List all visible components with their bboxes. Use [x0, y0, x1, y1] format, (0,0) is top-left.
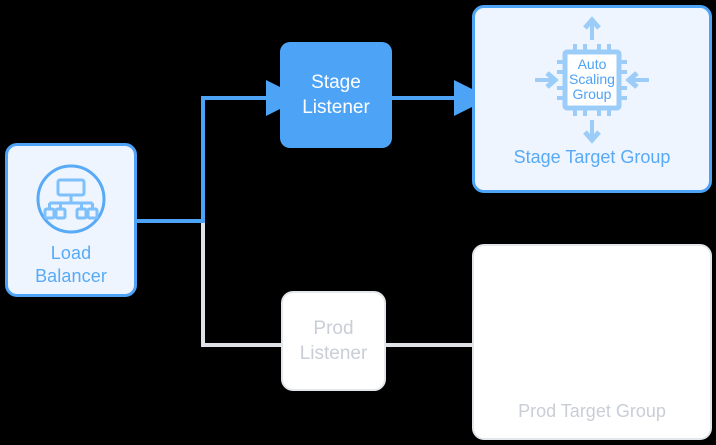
- node-prod-target-group[interactable]: Prod Target Group: [472, 244, 712, 440]
- prod-listener-label-line2: Listener: [299, 343, 368, 364]
- node-stage-target-group[interactable]: Auto Scaling Group Stage Target Group: [472, 5, 712, 193]
- node-prod-listener[interactable]: Prod Listener: [281, 291, 386, 391]
- stage-listener-label-line2: Listener: [302, 97, 370, 118]
- node-stage-listener[interactable]: Stage Listener: [280, 42, 392, 148]
- prod-listener-label-line1: Prod: [313, 318, 354, 339]
- edge-split-to-stage-listener: [201, 80, 302, 223]
- asg-label-line2: Scaling: [569, 71, 615, 87]
- stage-target-group-label: Stage Target Group: [513, 147, 671, 167]
- asg-label-line3: Group: [573, 86, 612, 102]
- prod-target-group-label: Prod Target Group: [518, 401, 666, 421]
- load-balancer-hierarchy-icon: [36, 164, 106, 234]
- node-load-balancer[interactable]: Load Balancer: [5, 143, 137, 297]
- stage-listener-label-line1: Stage: [311, 72, 361, 93]
- load-balancer-label: Load Balancer: [35, 242, 107, 288]
- auto-scaling-group-chip-icon: Auto Scaling Group: [535, 16, 649, 144]
- asg-label-line1: Auto: [578, 56, 607, 72]
- load-balancer-label-line1: Load: [50, 243, 92, 263]
- prod-listener-label: Prod Listener: [300, 316, 368, 366]
- stage-listener-label: Stage Listener: [302, 70, 370, 120]
- edge-split-to-prod-listener: [201, 221, 281, 347]
- load-balancer-label-line2: Balancer: [35, 266, 107, 286]
